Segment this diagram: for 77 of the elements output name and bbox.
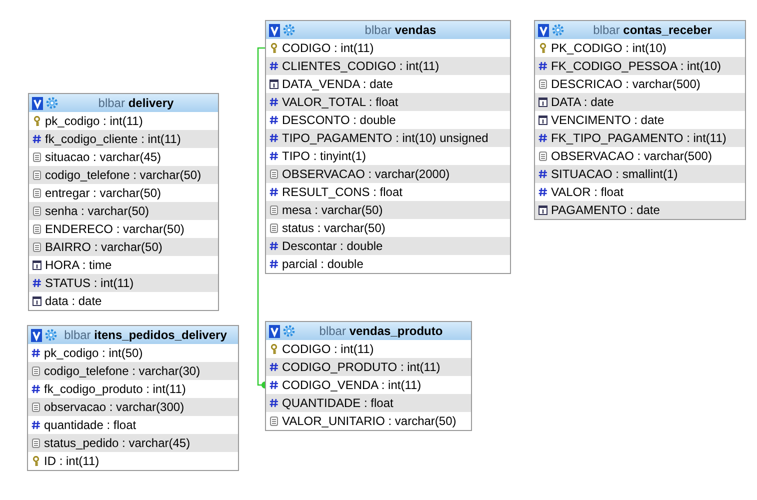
table-title: blbar itens_pedidos_delivery <box>63 328 228 342</box>
column-row <box>29 130 218 148</box>
column-row <box>266 237 510 255</box>
column-row <box>29 202 218 220</box>
column-label: TIPO : tinyint(1) <box>282 149 366 163</box>
column-label: CODIGO_VENDA : int(11) <box>282 378 422 392</box>
table-title: blbar vendas <box>364 23 438 37</box>
column-label: pk_codigo : int(11) <box>45 114 143 128</box>
column-label: HORA : time <box>45 258 112 272</box>
column-label: fk_codigo_cliente : int(11) <box>45 132 181 146</box>
column-label: PK_CODIGO : int(10) <box>551 41 666 55</box>
column-label: entregar : varchar(50) <box>45 186 162 200</box>
table-title: blbar delivery <box>97 96 175 110</box>
column-label: VALOR_UNITARIO : varchar(50) <box>282 414 456 428</box>
column-label: data : date <box>45 294 102 308</box>
column-label: CLIENTES_CODIGO : int(11) <box>282 59 440 73</box>
column-row <box>535 201 745 219</box>
column-label: QUANTIDADE : float <box>282 396 394 410</box>
column-label: senha : varchar(50) <box>45 204 150 218</box>
column-label: RESULT_CONS : float <box>282 185 402 199</box>
column-row <box>28 434 238 452</box>
column-label: SITUACAO : smallint(1) <box>551 167 678 181</box>
column-label: parcial : double <box>282 257 364 271</box>
table-card <box>265 20 511 274</box>
column-label: FK_TIPO_PAGAMENTO : int(11) <box>551 131 726 145</box>
column-label: CODIGO : int(11) <box>282 342 374 356</box>
column-row <box>266 394 471 412</box>
column-label: situacao : varchar(45) <box>45 150 162 164</box>
column-label: CODIGO_PRODUTO : int(11) <box>282 360 440 374</box>
table-card <box>28 93 219 311</box>
column-row <box>28 362 238 380</box>
column-row <box>29 166 218 184</box>
column-label: Descontar : double <box>282 239 383 253</box>
column-label: pk_codigo : int(50) <box>44 346 143 360</box>
column-label: DESCONTO : double <box>282 113 396 127</box>
column-label: status_pedido : varchar(45) <box>44 436 190 450</box>
table-card <box>265 321 472 431</box>
column-label: ENDERECO : varchar(50) <box>45 222 184 236</box>
column-row <box>266 93 510 111</box>
column-label: status : varchar(50) <box>282 221 386 235</box>
column-row <box>28 398 238 416</box>
column-label: BAIRRO : varchar(50) <box>45 240 162 254</box>
column-label: mesa : varchar(50) <box>282 203 383 217</box>
column-row <box>29 274 218 292</box>
column-row <box>266 165 510 183</box>
column-label: VALOR : float <box>551 185 624 199</box>
column-label: OBSERVACAO : varchar(500) <box>551 149 712 163</box>
column-label: ID : int(11) <box>44 454 100 468</box>
table-title: blbar vendas_produto <box>318 324 444 338</box>
column-label: PAGAMENTO : date <box>551 203 660 217</box>
table-card <box>534 20 746 220</box>
column-label: TIPO_PAGAMENTO : int(10) unsigned <box>282 131 488 145</box>
column-label: DATA : date <box>551 95 614 109</box>
column-row <box>535 165 745 183</box>
column-row <box>266 201 510 219</box>
table-title: blbar contas_receber <box>592 23 713 37</box>
column-label: CODIGO : int(11) <box>282 41 374 55</box>
column-label: quantidade : float <box>44 418 136 432</box>
column-label: VENCIMENTO : date <box>551 113 664 127</box>
column-row <box>535 129 745 147</box>
column-label: DESCRICAO : varchar(500) <box>551 77 700 91</box>
column-row <box>535 93 745 111</box>
column-label: DATA_VENDA : date <box>282 77 393 91</box>
column-label: VALOR_TOTAL : float <box>282 95 398 109</box>
column-label: OBSERVACAO : varchar(2000) <box>282 167 450 181</box>
column-label: observacao : varchar(300) <box>44 400 184 414</box>
column-label: FK_CODIGO_PESSOA : int(10) <box>551 59 722 73</box>
column-label: STATUS : int(11) <box>45 276 134 290</box>
column-label: fk_codigo_produto : int(11) <box>44 382 186 396</box>
column-row <box>266 358 471 376</box>
column-label: codigo_telefone : varchar(50) <box>45 168 202 182</box>
column-row <box>29 238 218 256</box>
table-card <box>27 325 239 471</box>
column-row <box>266 129 510 147</box>
column-row <box>266 57 510 75</box>
column-label: codigo_telefone : varchar(30) <box>44 364 200 378</box>
column-row <box>535 57 745 75</box>
